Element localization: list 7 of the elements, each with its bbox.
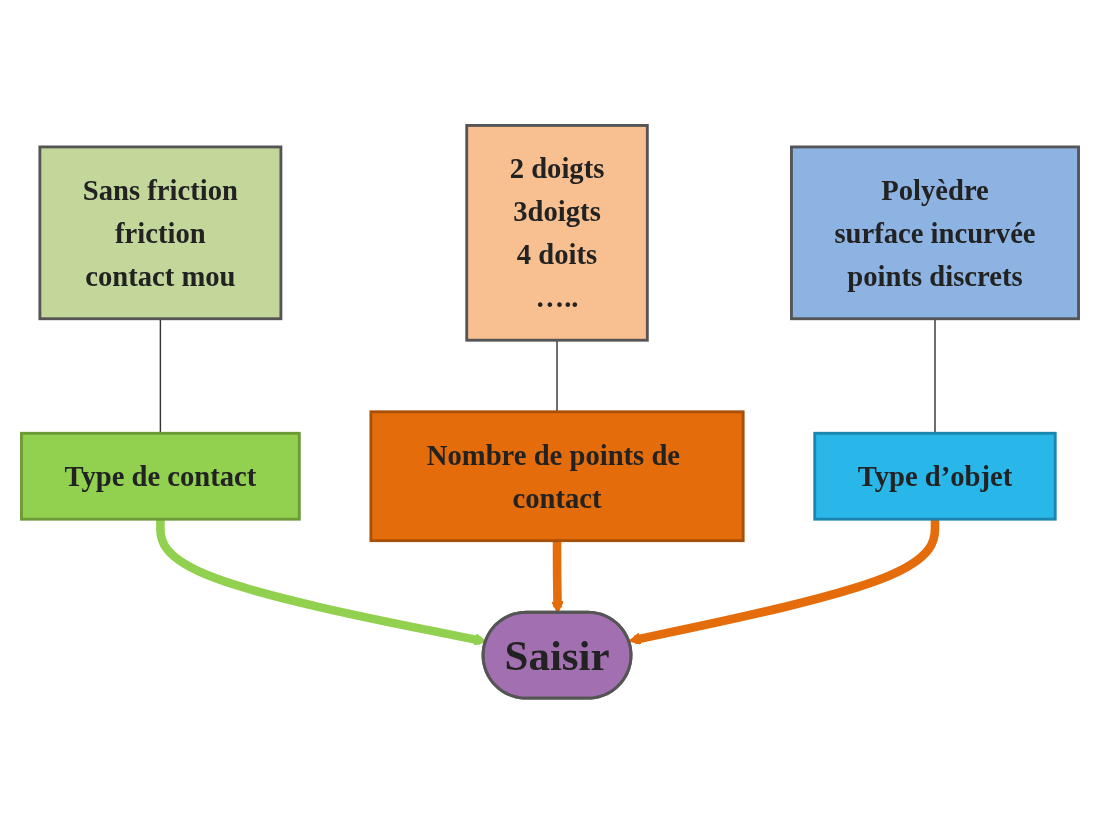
node-box: Polyèdre surface incurvée points discrets bbox=[789, 145, 1080, 320]
node-box: Sans friction friction contact mou bbox=[37, 145, 282, 320]
node-box: Type de contact bbox=[19, 431, 301, 521]
node-box: Type d’objet bbox=[812, 431, 1057, 521]
arrow bbox=[628, 518, 939, 645]
node-box: 2 doigts 3doigts 4 doits ….. bbox=[464, 123, 649, 342]
node-box: Nombre de points de contact bbox=[368, 410, 745, 542]
